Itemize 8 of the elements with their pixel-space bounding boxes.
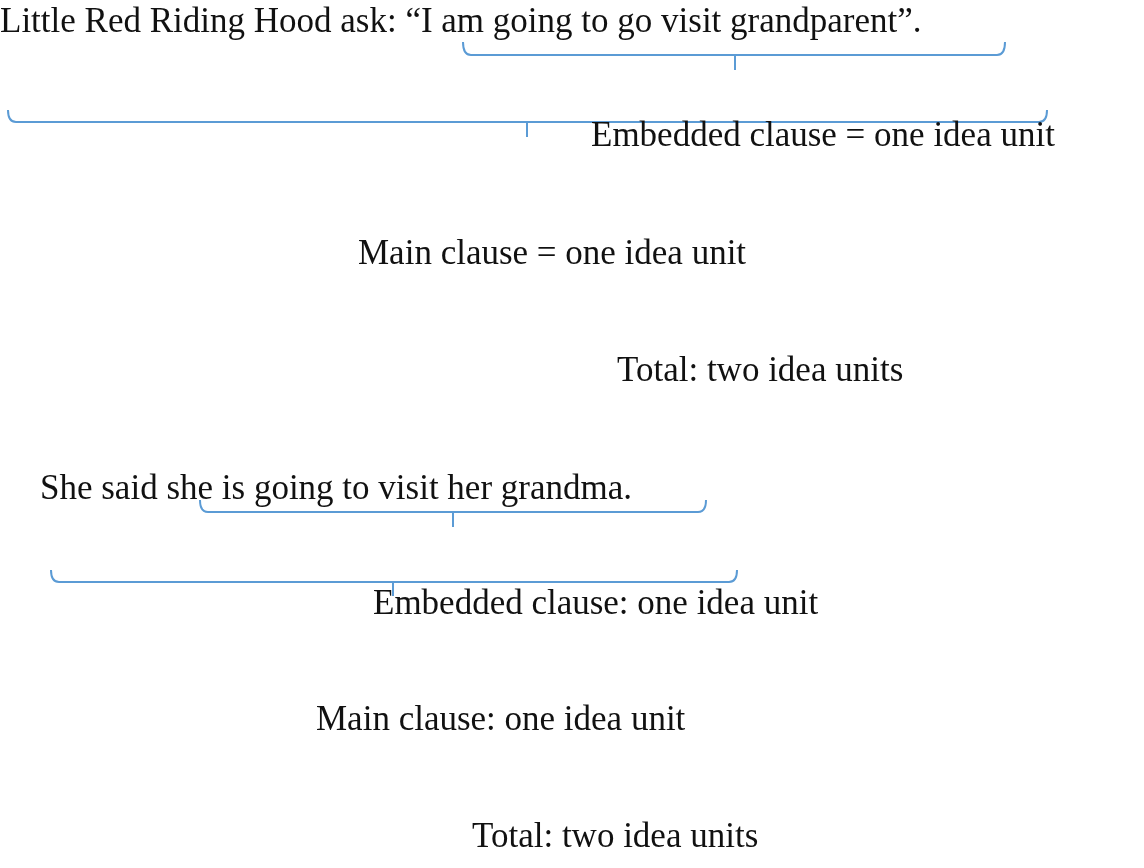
annotation-text: Total: two idea units [617, 349, 904, 391]
annotation-text: Little Red Riding Hood ask: “I am going to go visit grandparent”. [0, 0, 922, 42]
annotation-text: Main clause: one idea unit [316, 698, 686, 740]
annotation-text: Embedded clause: one idea unit [373, 582, 819, 624]
annotation-text: She said she is going to visit her grandma. [40, 467, 632, 509]
annotation-text: Main clause = one idea unit [358, 232, 747, 274]
annotation-text: Total: two idea units [472, 815, 759, 857]
annotation-text: Embedded clause = one idea unit [591, 114, 1055, 156]
